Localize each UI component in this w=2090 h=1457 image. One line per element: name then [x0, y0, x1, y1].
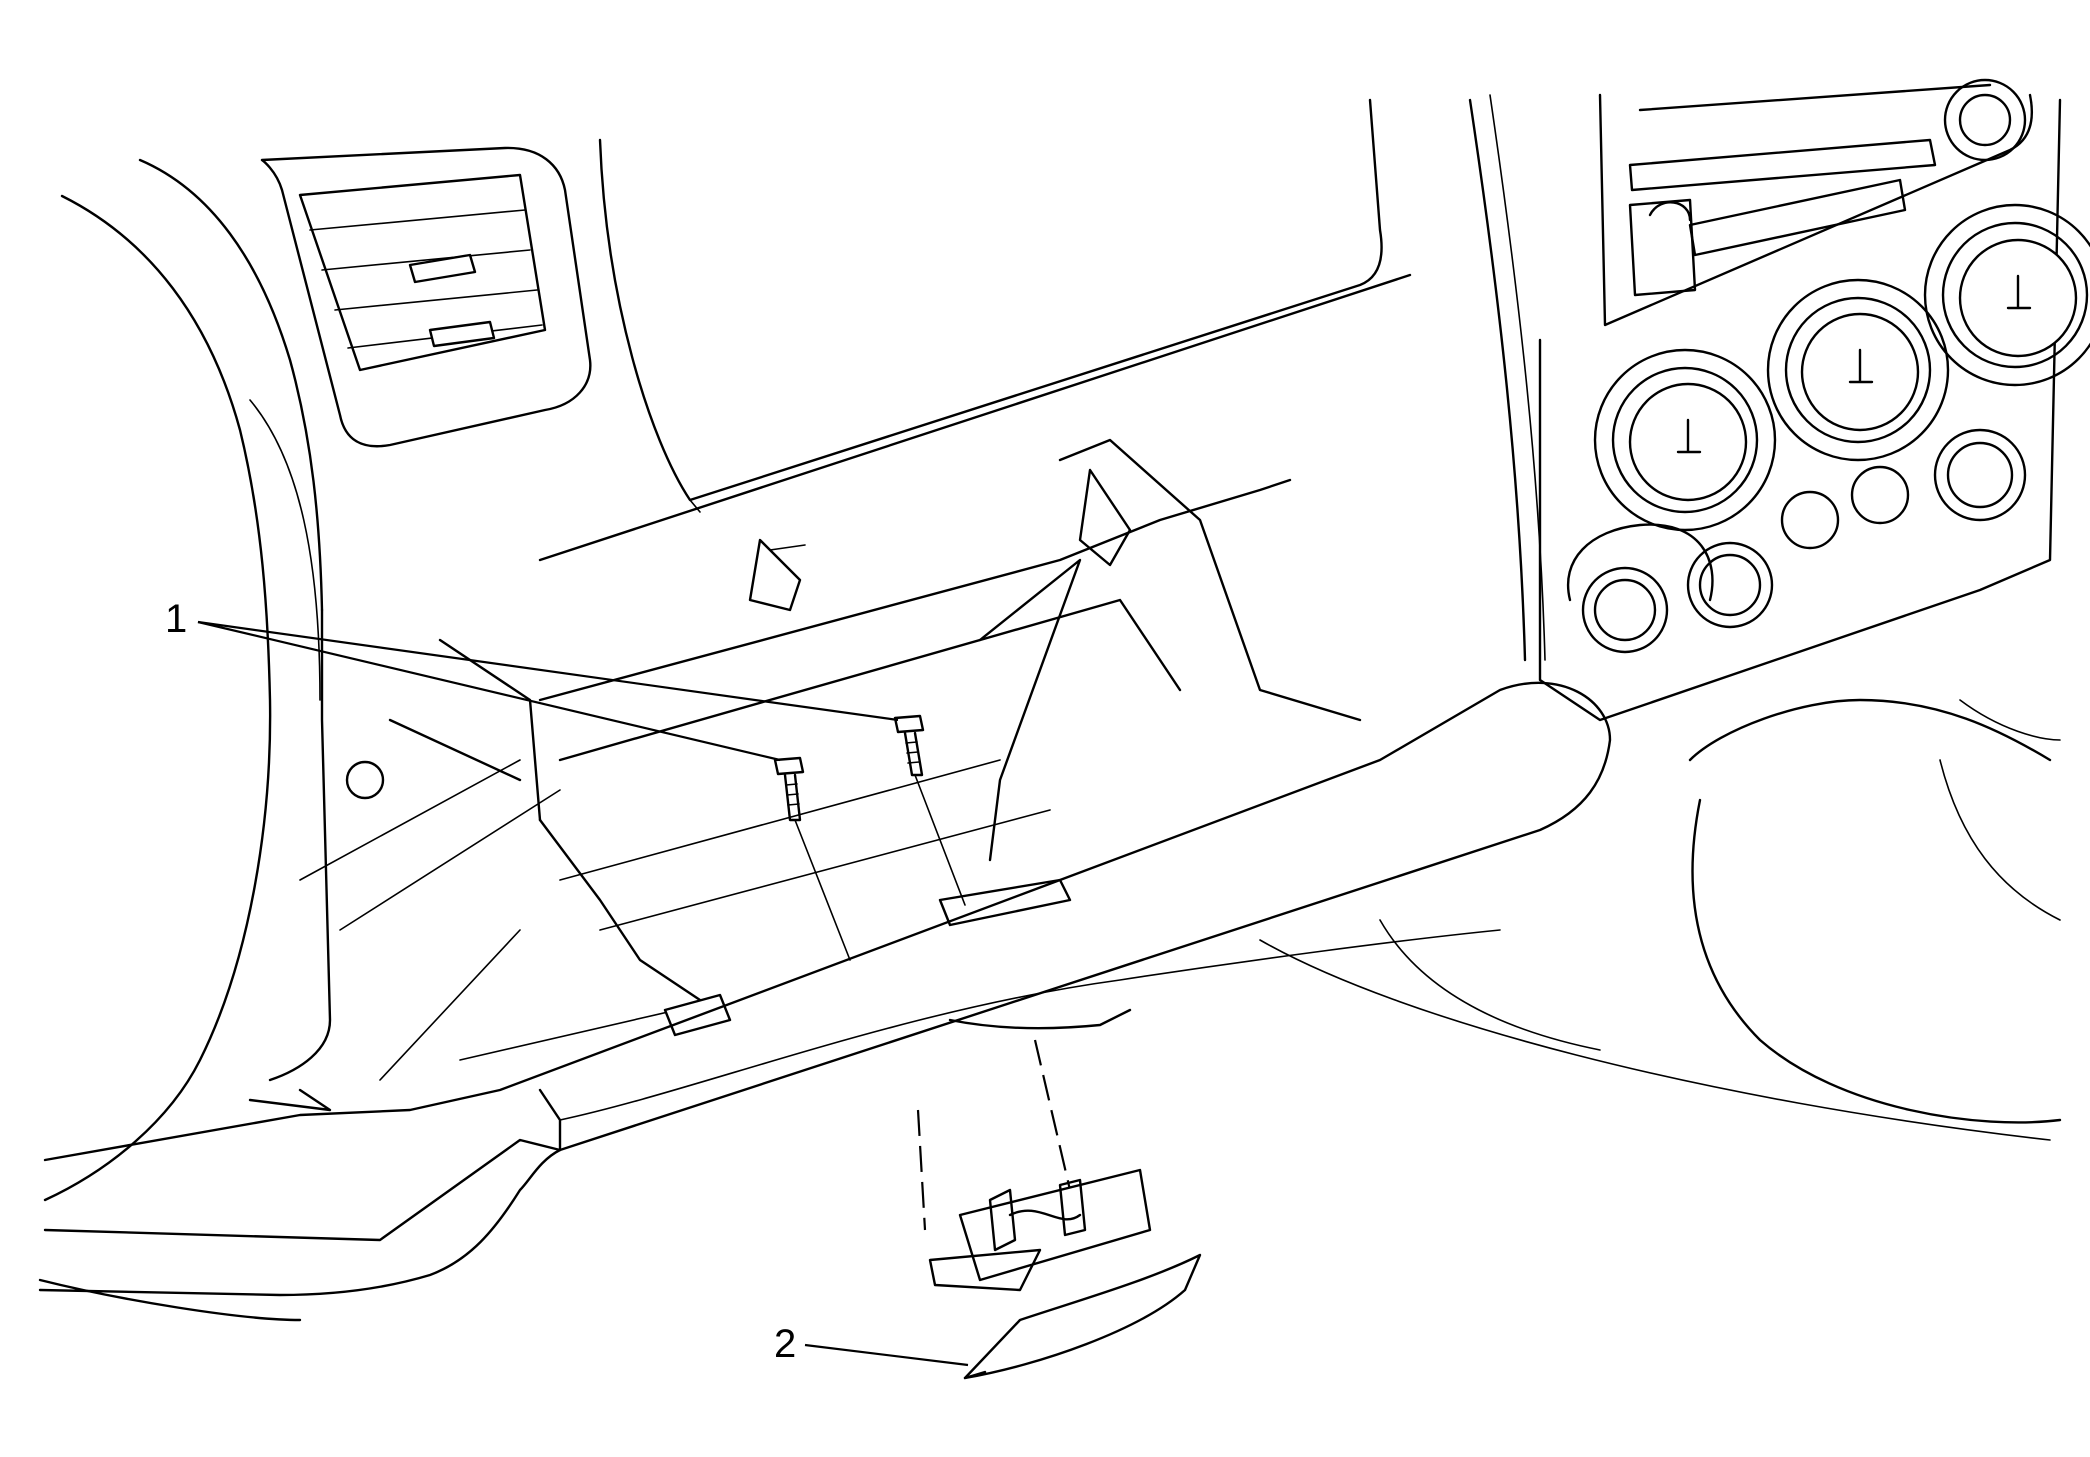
callout-2-leader [804, 1343, 969, 1367]
callout-1-leaders [197, 620, 899, 762]
glove-box-opening [248, 438, 1362, 1112]
lower-dash-panel [38, 681, 2051, 1322]
callout-1-label: 1 [165, 597, 187, 641]
screw-left [773, 756, 805, 822]
center-upper-panel [538, 94, 1546, 662]
callout-2-label: 2 [774, 1322, 796, 1366]
center-stack-controls [1538, 78, 2090, 722]
right-console [1688, 698, 2062, 1124]
screw-install-lines [794, 774, 966, 961]
left-pillar-trim [43, 158, 332, 1202]
screw-right [893, 714, 925, 777]
glove-box-latch-striker [916, 1039, 1202, 1380]
left-air-vent [260, 146, 592, 448]
